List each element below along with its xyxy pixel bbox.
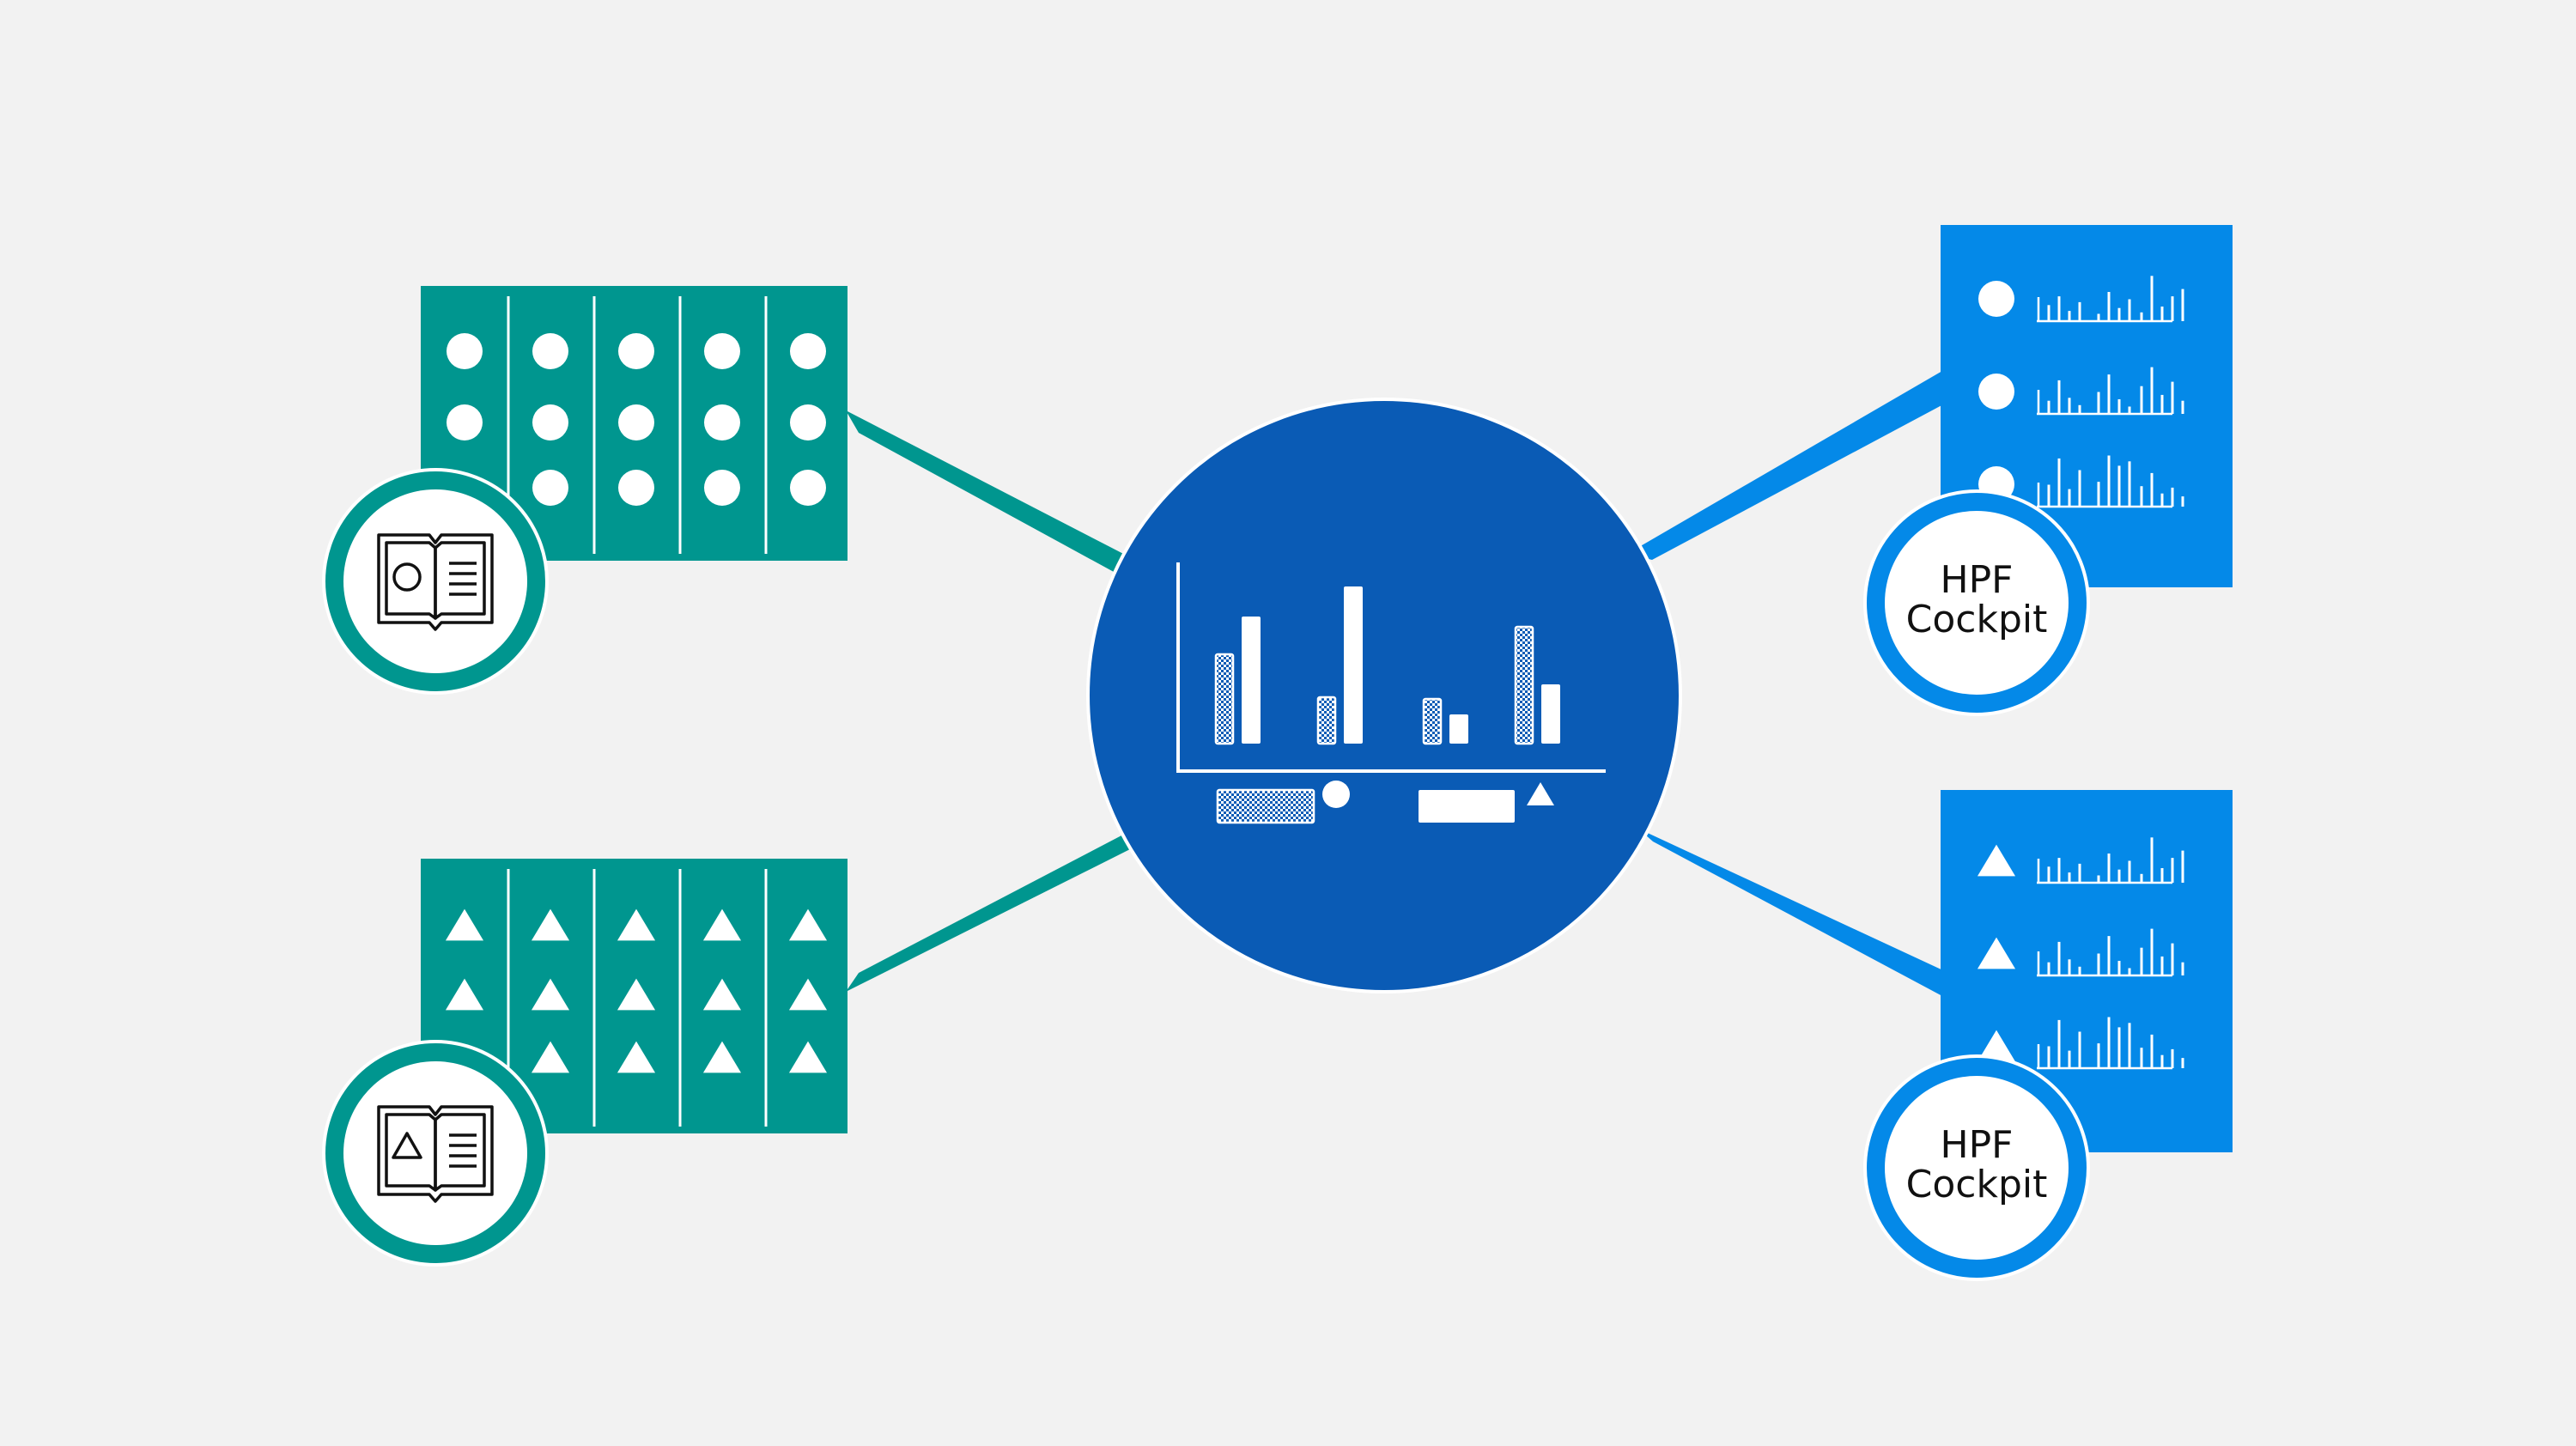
source-panel-2-markers bbox=[445, 908, 828, 1073]
legend-swatch-patterned bbox=[1216, 788, 1315, 824]
triangle-marker bbox=[702, 908, 742, 941]
triangle-marker bbox=[445, 908, 484, 941]
circle-marker bbox=[447, 404, 483, 440]
triangle-marker bbox=[617, 908, 656, 941]
badge-1-label-line1: HPF bbox=[1941, 558, 2014, 602]
bar-chart-icon bbox=[1176, 562, 1606, 824]
circle-marker bbox=[790, 404, 826, 440]
triangle-marker bbox=[1977, 937, 2016, 969]
legend-swatch-solid bbox=[1419, 790, 1515, 823]
circle-marker bbox=[1978, 281, 2014, 317]
triangle-marker bbox=[702, 978, 742, 1011]
circle-marker bbox=[790, 470, 826, 506]
connector-source-2 bbox=[846, 835, 1132, 992]
source-badge-1 bbox=[322, 468, 549, 695]
source-badge-2 bbox=[322, 1040, 549, 1267]
source-panel-1 bbox=[322, 286, 848, 695]
circle-marker bbox=[532, 470, 568, 506]
legend-circle-marker bbox=[1322, 781, 1350, 808]
triangle-marker bbox=[531, 1041, 570, 1073]
book-circle-icon bbox=[377, 533, 494, 631]
triangle-marker bbox=[531, 978, 570, 1011]
output-panel-1: HPF Cockpit bbox=[1863, 225, 2233, 716]
circle-marker bbox=[704, 333, 740, 369]
badge-2-label-line2: Cockpit bbox=[1906, 1163, 2048, 1206]
chart-axis bbox=[1176, 562, 1606, 773]
circle-marker bbox=[618, 333, 654, 369]
triangle-marker bbox=[531, 908, 570, 941]
analytics-hub bbox=[1086, 398, 1682, 993]
triangle-marker bbox=[1977, 1030, 2016, 1062]
triangle-marker bbox=[788, 1041, 828, 1073]
chart-bars bbox=[1214, 586, 1560, 745]
output-panel-2: HPF Cockpit bbox=[1863, 790, 2233, 1281]
badge-2-label-line1: HPF bbox=[1941, 1123, 2014, 1167]
triangle-marker bbox=[617, 978, 656, 1011]
source-panel-1-markers bbox=[447, 333, 826, 506]
circle-marker bbox=[704, 404, 740, 440]
triangle-marker bbox=[788, 908, 828, 941]
connector-output-2 bbox=[1638, 829, 1958, 996]
hpf-cockpit-badge-2: HPF Cockpit bbox=[1863, 1054, 2090, 1281]
triangle-marker bbox=[617, 1041, 656, 1073]
circle-marker bbox=[704, 470, 740, 506]
triangle-marker bbox=[445, 978, 484, 1011]
triangle-marker bbox=[1977, 844, 2016, 877]
legend-triangle-marker bbox=[1527, 782, 1554, 805]
circle-marker bbox=[618, 404, 654, 440]
hpf-cockpit-badge-1: HPF Cockpit bbox=[1863, 489, 2090, 716]
connector-source-1 bbox=[846, 410, 1132, 577]
triangle-marker bbox=[702, 1041, 742, 1073]
triangle-marker bbox=[788, 978, 828, 1011]
circle-marker bbox=[532, 333, 568, 369]
circle-marker bbox=[532, 404, 568, 440]
circle-marker bbox=[1978, 374, 2014, 410]
chart-legend bbox=[1216, 781, 1554, 824]
source-panel-2 bbox=[322, 859, 848, 1267]
badge-1-label-line2: Cockpit bbox=[1906, 598, 2048, 641]
connector-output-1 bbox=[1627, 371, 1958, 560]
circle-marker bbox=[447, 333, 483, 369]
circle-marker bbox=[790, 333, 826, 369]
book-triangle-icon bbox=[377, 1105, 494, 1203]
connectors bbox=[846, 371, 1958, 996]
hub-circle bbox=[1086, 398, 1682, 993]
circle-marker bbox=[618, 470, 654, 506]
output-panel-2-rows bbox=[1977, 837, 2184, 1070]
